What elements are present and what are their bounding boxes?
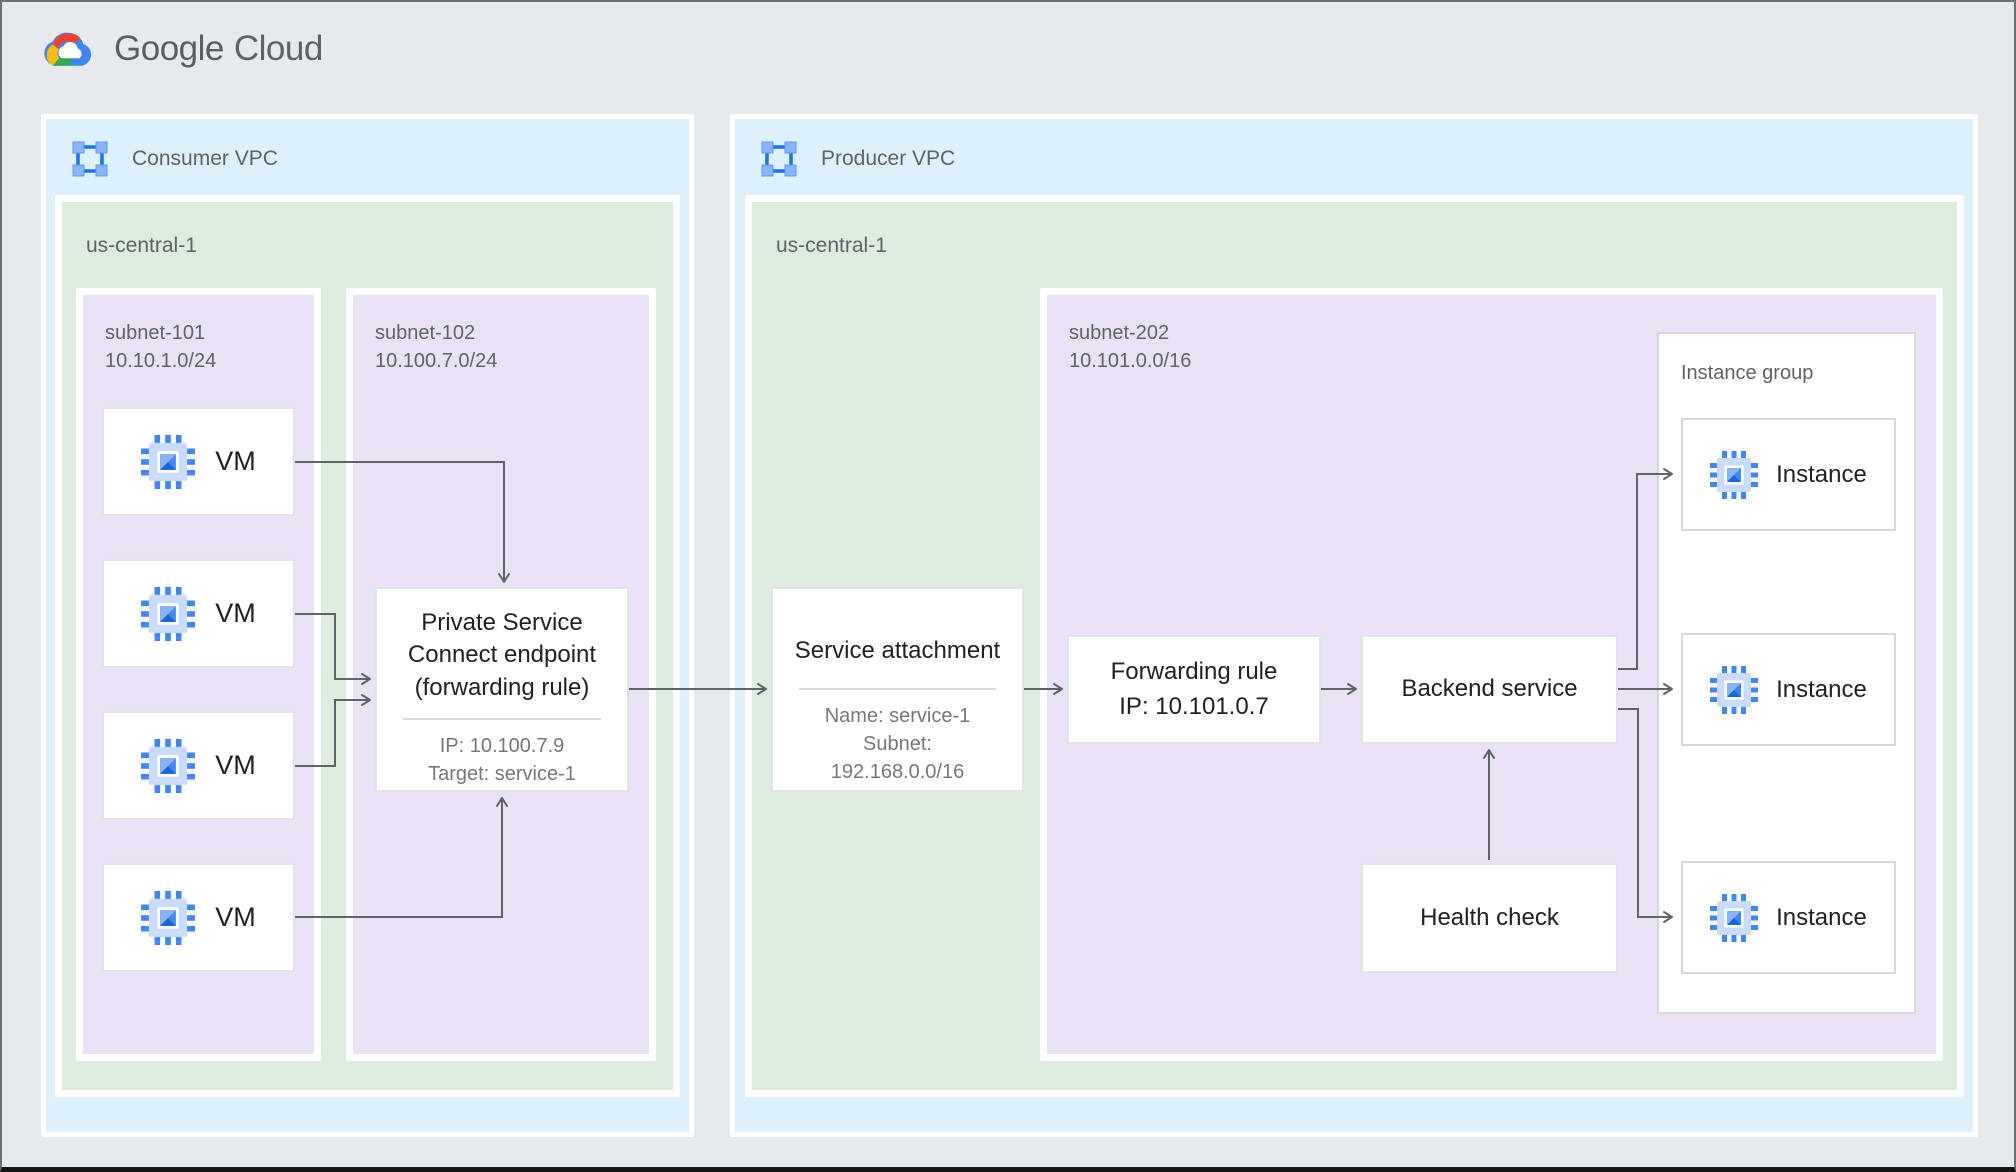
brand-cloud-text: Cloud — [233, 29, 323, 68]
google-cloud-wordmark: Google Cloud — [114, 29, 323, 69]
subnet-101-name: subnet-101 — [105, 322, 206, 344]
consumer-vpc-header: Consumer VPC — [70, 139, 278, 179]
subnet-102-name: subnet-102 — [375, 322, 476, 344]
instance-node-2: Instance — [1681, 633, 1896, 746]
compute-engine-icon — [141, 587, 195, 641]
consumer-region-label: us-central-1 — [86, 234, 197, 257]
service-attachment-title: Service attachment — [794, 637, 1001, 664]
google-cloud-icon — [44, 32, 92, 66]
consumer-vpc-label: Consumer VPC — [132, 147, 278, 170]
backend-service-title: Backend service — [1401, 675, 1578, 703]
subnet-101-cidr: 10.10.1.0/24 — [105, 350, 217, 372]
vm-node-3: VM — [102, 711, 295, 820]
vm-label: VM — [215, 750, 256, 780]
instance-label: Instance — [1776, 903, 1867, 931]
producer-vpc-label: Producer VPC — [821, 147, 956, 170]
divider — [403, 718, 601, 721]
backend-service-node: Backend service — [1361, 635, 1618, 744]
compute-engine-icon — [141, 891, 195, 945]
psc-endpoint-ip: IP: 10.100.7.9 — [439, 735, 565, 758]
psc-endpoint-target: Target: service-1 — [428, 762, 576, 785]
google-cloud-logo: Google Cloud — [38, 24, 323, 74]
service-attachment-name: Name: service-1 — [824, 705, 971, 728]
compute-engine-icon — [141, 739, 195, 793]
compute-engine-icon — [1710, 894, 1758, 942]
health-check-title: Health check — [1420, 903, 1559, 931]
forwarding-rule-title: Forwarding rule — [1110, 657, 1278, 685]
compute-engine-icon — [1710, 666, 1758, 714]
vm-node-4: VM — [102, 863, 295, 972]
subnet-102-cidr: 10.100.7.0/24 — [375, 350, 498, 372]
producer-vpc-header: Producer VPC — [759, 139, 955, 179]
vm-label: VM — [215, 902, 256, 932]
producer-region-label: us-central-1 — [776, 234, 887, 257]
health-check-node: Health check — [1361, 863, 1618, 973]
subnet-202-cidr: 10.101.0.0/16 — [1069, 350, 1192, 372]
instance-node-3: Instance — [1681, 861, 1896, 974]
vm-node-1: VM — [102, 407, 295, 516]
brand-google-text: Google — [114, 29, 224, 68]
vpc-network-icon — [759, 139, 799, 179]
subnet-202-name: subnet-202 — [1069, 322, 1170, 344]
service-attachment-subnet-cidr: 192.168.0.0/16 — [830, 760, 965, 783]
subnet-101-label: subnet-101 10.10.1.0/24 — [105, 319, 216, 375]
psc-endpoint-title: Private Service Connect endpoint (forwar… — [407, 609, 597, 701]
service-attachment-node: Service attachment Name: service-1 Subne… — [771, 587, 1024, 792]
instance-node-1: Instance — [1681, 418, 1896, 531]
forwarding-rule-ip: IP: 10.101.0.7 — [1119, 692, 1269, 720]
vpc-network-icon — [70, 139, 110, 179]
instance-label: Instance — [1776, 460, 1867, 488]
vm-label: VM — [215, 598, 256, 628]
instance-group-label: Instance group — [1681, 362, 1814, 384]
divider — [799, 688, 996, 691]
instance-label: Instance — [1776, 675, 1867, 703]
compute-engine-icon — [1710, 451, 1758, 499]
subnet-202-label: subnet-202 10.101.0.0/16 — [1069, 319, 1191, 375]
instance-group-container: Instance group Instance Instance Instanc… — [1657, 332, 1916, 1014]
psc-endpoint-node: Private Service Connect endpoint (forwar… — [375, 587, 629, 792]
service-attachment-subnet-label: Subnet: — [863, 732, 932, 755]
vm-label: VM — [215, 446, 256, 476]
forwarding-rule-node: Forwarding rule IP: 10.101.0.7 — [1067, 635, 1321, 744]
compute-engine-icon — [141, 435, 195, 489]
subnet-102-label: subnet-102 10.100.7.0/24 — [375, 319, 497, 375]
vm-node-2: VM — [102, 559, 295, 668]
